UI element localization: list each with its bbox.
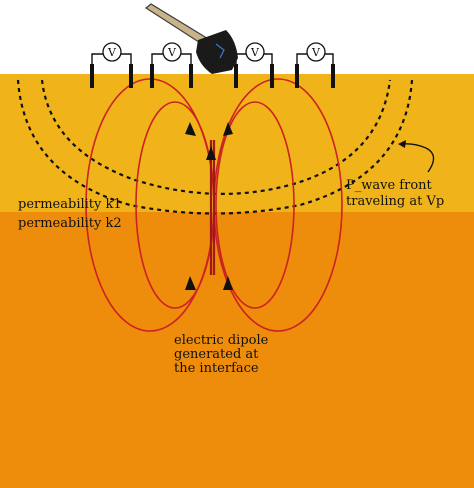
dipole-label-line3: the interface	[174, 361, 259, 376]
voltmeter-4: V	[295, 42, 335, 88]
field-arrowheads	[185, 122, 233, 290]
lower-layer	[0, 212, 474, 488]
voltmeter-dial	[162, 42, 182, 62]
voltmeter-2: V	[150, 42, 193, 88]
field-line-right-inner	[215, 101, 295, 309]
electrode	[234, 64, 238, 88]
dipole-label-line2: generated at	[174, 347, 259, 362]
electrode	[189, 64, 193, 88]
arrowhead-center	[206, 146, 216, 160]
voltmeter-dial	[102, 42, 122, 62]
electrode-array: V V V V	[90, 42, 335, 88]
arrowhead-lower-right	[223, 276, 233, 290]
voltmeter-dial	[306, 42, 326, 62]
voltmeter-symbol: V	[167, 46, 177, 59]
voltmeter-3: V	[234, 42, 274, 88]
arrowhead-upper-left	[185, 122, 196, 136]
electrode	[129, 64, 133, 88]
voltmeter-dial	[245, 42, 265, 62]
wave-front-label-line1: P_wave front	[346, 178, 433, 193]
dipole-label-line1: electric dipole	[174, 333, 269, 348]
voltmeter-1: V	[90, 42, 133, 88]
wave-pointer-arrowhead	[398, 140, 406, 148]
voltmeter-symbol: V	[311, 46, 321, 59]
hammer-highlight	[215, 43, 225, 59]
dipole-core	[209, 140, 216, 275]
electrode	[270, 64, 274, 88]
upper-layer	[0, 74, 474, 212]
electrode	[295, 64, 299, 88]
electrode	[331, 64, 335, 88]
voltmeter-symbol: V	[250, 46, 260, 59]
electrode	[90, 64, 94, 88]
arrowhead-upper-right	[223, 122, 233, 136]
hammer-icon	[144, 3, 238, 74]
permeability-k2-label: permeability k2	[18, 216, 122, 231]
wave-pointer-arrow	[401, 143, 435, 173]
wave-front-label-line2: traveling at Vp	[346, 194, 444, 209]
arrowhead-lower-left	[185, 276, 196, 290]
voltmeter-symbol: V	[107, 46, 117, 59]
electrode	[150, 64, 154, 88]
hammer-head	[196, 30, 238, 74]
permeability-k1-label: permeability k1	[18, 197, 122, 212]
